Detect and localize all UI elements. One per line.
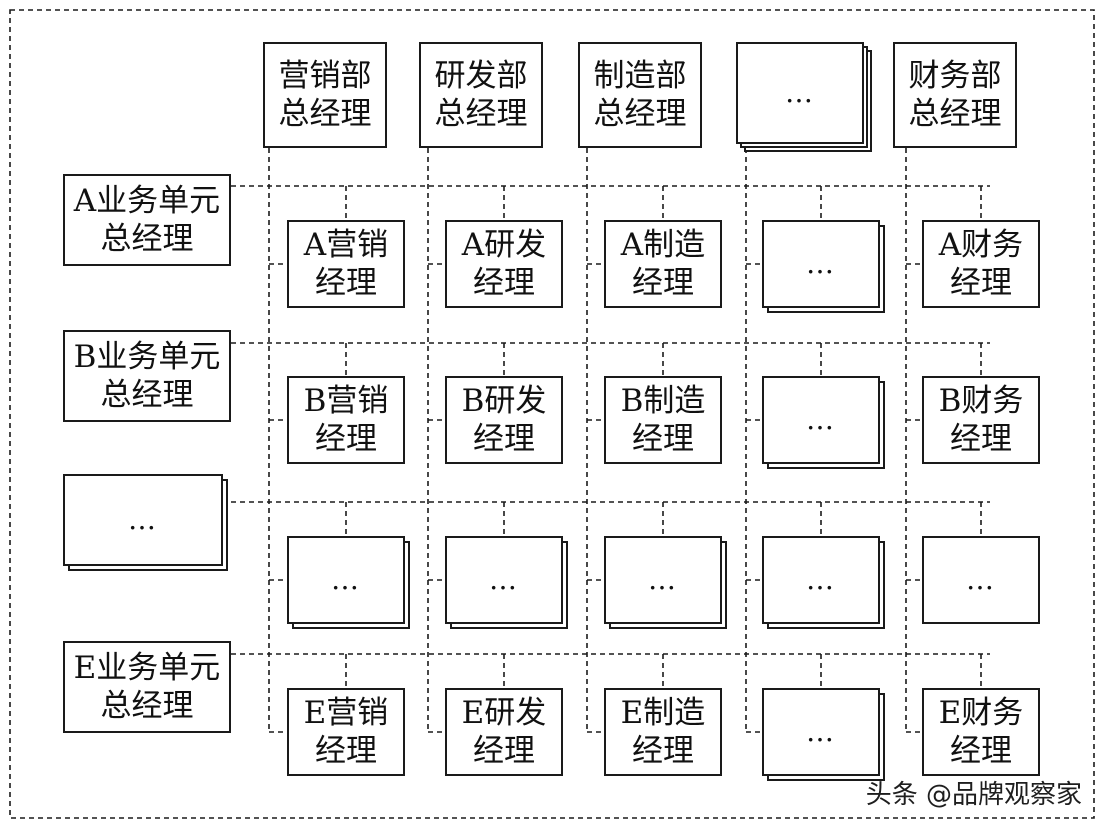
- manager-e-more: …: [762, 688, 880, 776]
- manager-more-more: …: [762, 536, 880, 624]
- manager-a-marketing: A营销 经理: [287, 220, 405, 308]
- manager-more-manufacturing: …: [604, 536, 722, 624]
- dept-gm-finance-line1: 财务部: [908, 58, 1002, 94]
- ellipsis-text: …: [648, 563, 678, 596]
- manager-line1: A制造: [620, 227, 706, 263]
- ellipsis-text: …: [806, 563, 836, 596]
- manager-line1: B研发: [461, 383, 547, 419]
- manager-b-manufacturing: B制造 经理: [604, 376, 722, 464]
- ellipsis-text: …: [966, 563, 996, 596]
- manager-a-manufacturing: A制造 经理: [604, 220, 722, 308]
- unit-gm-e-line2: 总经理: [100, 688, 194, 724]
- ellipsis-text: …: [806, 715, 836, 748]
- manager-e-marketing: E营销 经理: [287, 688, 405, 776]
- unit-gm-e: E业务单元 总经理: [63, 641, 231, 733]
- manager-b-rnd: B研发 经理: [445, 376, 563, 464]
- watermark-text: 头条 @品牌观察家: [865, 780, 1082, 810]
- unit-gm-b-line2: 总经理: [100, 377, 194, 413]
- manager-line1: B营销: [303, 383, 389, 419]
- manager-b-more: …: [762, 376, 880, 464]
- manager-line2: 经理: [315, 733, 377, 769]
- dept-gm-marketing: 营销部 总经理: [263, 42, 387, 148]
- manager-more-finance: …: [922, 536, 1040, 624]
- dept-gm-manufacturing: 制造部 总经理: [578, 42, 702, 148]
- dept-gm-marketing-line1: 营销部: [278, 58, 372, 94]
- manager-line1: A营销: [303, 227, 389, 263]
- manager-line1: E财务: [938, 695, 1024, 731]
- dept-gm-manufacturing-line1: 制造部: [593, 58, 687, 94]
- unit-gm-a-line2: 总经理: [100, 221, 194, 257]
- dept-gm-rnd: 研发部 总经理: [419, 42, 543, 148]
- manager-e-manufacturing: E制造 经理: [604, 688, 722, 776]
- manager-line2: 经理: [473, 421, 535, 457]
- manager-line2: 经理: [632, 265, 694, 301]
- manager-a-finance: A财务 经理: [922, 220, 1040, 308]
- ellipsis-text: …: [128, 503, 158, 536]
- manager-a-rnd: A研发 经理: [445, 220, 563, 308]
- manager-b-finance: B财务 经理: [922, 376, 1040, 464]
- dept-gm-rnd-line2: 总经理: [434, 96, 528, 132]
- manager-b-marketing: B营销 经理: [287, 376, 405, 464]
- manager-line2: 经理: [473, 733, 535, 769]
- ellipsis-text: …: [806, 403, 836, 436]
- dashed-connector-lines: [231, 148, 990, 733]
- manager-line1: E制造: [620, 695, 706, 731]
- manager-e-rnd: E研发 经理: [445, 688, 563, 776]
- manager-line2: 经理: [632, 733, 694, 769]
- ellipsis-text: …: [785, 76, 815, 109]
- unit-gm-a-line1: A业务单元: [73, 183, 221, 219]
- unit-gm-b-line1: B业务单元: [73, 339, 221, 375]
- manager-line1: A财务: [938, 227, 1024, 263]
- unit-gm-e-line1: E业务单元: [73, 650, 221, 686]
- outer-dashed-frame: [9, 9, 1095, 819]
- ellipsis-text: …: [806, 247, 836, 280]
- dept-gm-finance-line2: 总经理: [908, 96, 1002, 132]
- manager-e-finance: E财务 经理: [922, 688, 1040, 776]
- manager-line1: B财务: [938, 383, 1024, 419]
- manager-more-rnd: …: [445, 536, 563, 624]
- manager-line2: 经理: [315, 421, 377, 457]
- manager-line2: 经理: [950, 733, 1012, 769]
- dept-gm-manufacturing-line2: 总经理: [593, 96, 687, 132]
- manager-line2: 经理: [315, 265, 377, 301]
- manager-line1: E研发: [461, 695, 547, 731]
- ellipsis-text: …: [331, 563, 361, 596]
- manager-line2: 经理: [632, 421, 694, 457]
- ellipsis-text: …: [489, 563, 519, 596]
- manager-more-marketing: …: [287, 536, 405, 624]
- dept-gm-finance: 财务部 总经理: [893, 42, 1017, 148]
- dept-gm-rnd-line1: 研发部: [434, 58, 528, 94]
- manager-line2: 经理: [950, 421, 1012, 457]
- manager-line1: E营销: [303, 695, 389, 731]
- unit-gm-a: A业务单元 总经理: [63, 174, 231, 266]
- manager-line1: B制造: [620, 383, 706, 419]
- manager-line1: A研发: [461, 227, 547, 263]
- dept-gm-more: …: [736, 42, 864, 144]
- dept-gm-marketing-line2: 总经理: [278, 96, 372, 132]
- manager-line2: 经理: [473, 265, 535, 301]
- unit-gm-more: …: [63, 474, 223, 566]
- manager-line2: 经理: [950, 265, 1012, 301]
- manager-a-more: …: [762, 220, 880, 308]
- unit-gm-b: B业务单元 总经理: [63, 330, 231, 422]
